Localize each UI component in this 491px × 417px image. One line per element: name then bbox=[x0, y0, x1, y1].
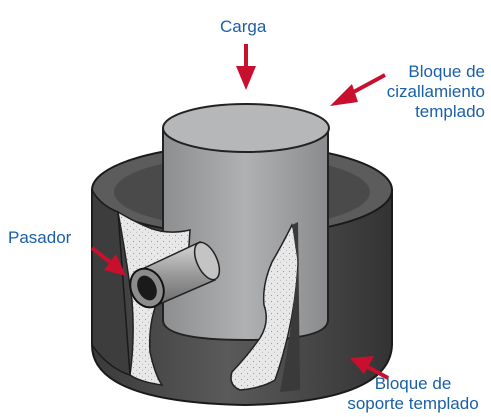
support-block-label-line-1: Bloque de bbox=[338, 374, 488, 394]
load-label: Carga bbox=[220, 17, 266, 37]
support-block-label: Bloque de soporte templado bbox=[338, 374, 488, 414]
red-arrow-icon bbox=[236, 44, 256, 90]
shear-block-label-line-2: cizallamiento bbox=[370, 82, 485, 102]
shear-block-label-line-3: templado bbox=[370, 102, 485, 122]
pin-label: Pasador bbox=[8, 228, 71, 248]
shear-block-label-line-1: Bloque de bbox=[370, 62, 485, 82]
support-block-label-line-2: soporte templado bbox=[338, 394, 488, 414]
shear-block bbox=[163, 104, 329, 340]
shear-block-label: Bloque de cizallamiento templado bbox=[370, 62, 485, 122]
